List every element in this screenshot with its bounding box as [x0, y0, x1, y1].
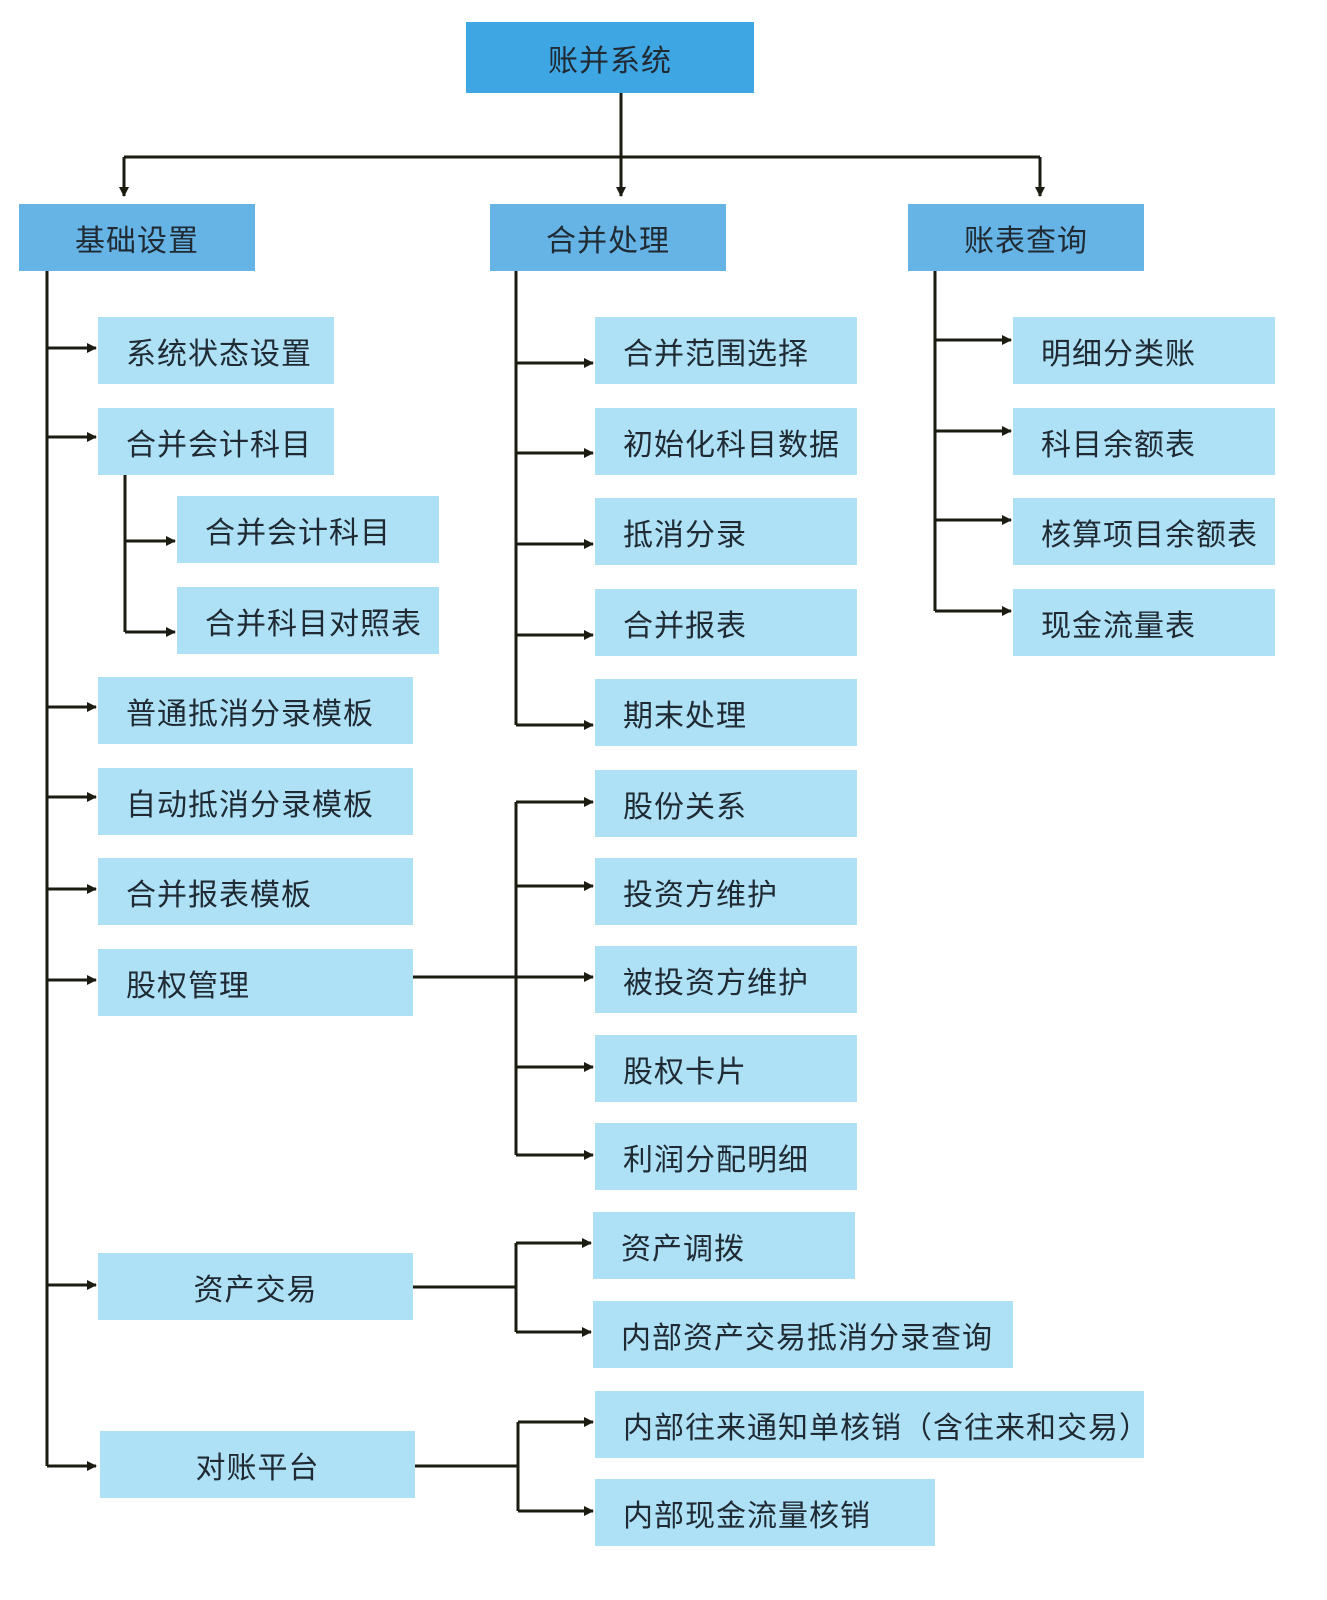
category-label: 基础设置	[75, 223, 199, 259]
node-account-balance: 科目余额表	[1013, 408, 1275, 475]
node-label: 初始化科目数据	[623, 427, 840, 463]
node-label: 股权管理	[126, 968, 250, 1004]
category-base-settings: 基础设置	[19, 204, 255, 271]
node-label: 现金流量表	[1041, 608, 1196, 644]
node-label: 系统状态设置	[126, 336, 312, 372]
node-label: 投资方维护	[623, 877, 778, 913]
node-equity-card: 股权卡片	[595, 1035, 857, 1102]
node-investor-maintenance: 投资方维护	[595, 858, 857, 925]
node-label: 对账平台	[195, 1450, 320, 1486]
node-label: 自动抵消分录模板	[126, 787, 374, 823]
node-scope-selection: 合并范围选择	[595, 317, 857, 384]
node-auto-elimination-template: 自动抵消分录模板	[98, 768, 413, 835]
category-consolidation-processing: 合并处理	[490, 204, 726, 271]
node-internal-cashflow-writeoff: 内部现金流量核销	[595, 1479, 935, 1546]
root-node: 账并系统	[466, 22, 754, 93]
node-share-relation: 股份关系	[595, 770, 857, 837]
node-label: 抵消分录	[623, 517, 747, 553]
node-label: 普通抵消分录模板	[126, 696, 374, 732]
node-label: 内部往来通知单核销（含往来和交易）	[623, 1410, 1150, 1446]
node-label: 内部现金流量核销	[623, 1498, 871, 1534]
node-asset-trade: 资产交易	[98, 1253, 413, 1320]
node-label: 合并科目对照表	[205, 606, 422, 642]
node-label: 合并范围选择	[623, 336, 809, 372]
category-report-query: 账表查询	[908, 204, 1144, 271]
node-normal-elimination-template: 普通抵消分录模板	[98, 677, 413, 744]
node-init-account-data: 初始化科目数据	[595, 408, 857, 475]
node-cashflow-statement: 现金流量表	[1013, 589, 1275, 656]
node-system-status: 系统状态设置	[98, 317, 334, 384]
node-item-balance: 核算项目余额表	[1013, 498, 1275, 565]
root-label: 账并系统	[548, 43, 672, 79]
node-investee-maintenance: 被投资方维护	[595, 946, 857, 1013]
category-label: 合并处理	[546, 223, 670, 259]
node-equity-management: 股权管理	[98, 949, 413, 1016]
node-label: 科目余额表	[1041, 427, 1196, 463]
node-label: 股权卡片	[623, 1054, 747, 1090]
category-label: 账表查询	[964, 223, 1088, 259]
node-report-template: 合并报表模板	[98, 858, 413, 925]
node-elimination-entries: 抵消分录	[595, 498, 857, 565]
node-label: 股份关系	[623, 789, 747, 825]
node-label: 期末处理	[623, 698, 747, 734]
node-asset-transfer: 资产调拨	[593, 1212, 855, 1279]
node-internal-notice-writeoff: 内部往来通知单核销（含往来和交易）	[595, 1391, 1149, 1458]
node-label: 资产调拨	[621, 1231, 745, 1267]
node-label: 合并会计科目	[205, 515, 391, 551]
node-internal-asset-elimination-query: 内部资产交易抵消分录查询	[593, 1301, 1013, 1368]
node-label: 内部资产交易抵消分录查询	[621, 1320, 993, 1356]
node-label: 合并报表	[623, 608, 747, 644]
node-consolidated-report: 合并报表	[595, 589, 857, 656]
node-period-end: 期末处理	[595, 679, 857, 746]
node-label: 利润分配明细	[623, 1142, 809, 1178]
node-label: 明细分类账	[1041, 336, 1196, 372]
node-detailed-ledger: 明细分类账	[1013, 317, 1275, 384]
node-profit-distribution: 利润分配明细	[595, 1123, 857, 1190]
node-consolidated-accounts: 合并会计科目	[98, 408, 334, 475]
node-reconciliation-platform: 对账平台	[100, 1431, 415, 1498]
node-consolidated-accounts-sub: 合并会计科目	[177, 496, 439, 563]
node-label: 资产交易	[193, 1272, 318, 1308]
node-account-mapping-table: 合并科目对照表	[177, 587, 439, 654]
node-label: 合并报表模板	[126, 877, 312, 913]
node-label: 被投资方维护	[623, 965, 809, 1001]
node-label: 合并会计科目	[126, 427, 312, 463]
node-label: 核算项目余额表	[1041, 517, 1258, 553]
